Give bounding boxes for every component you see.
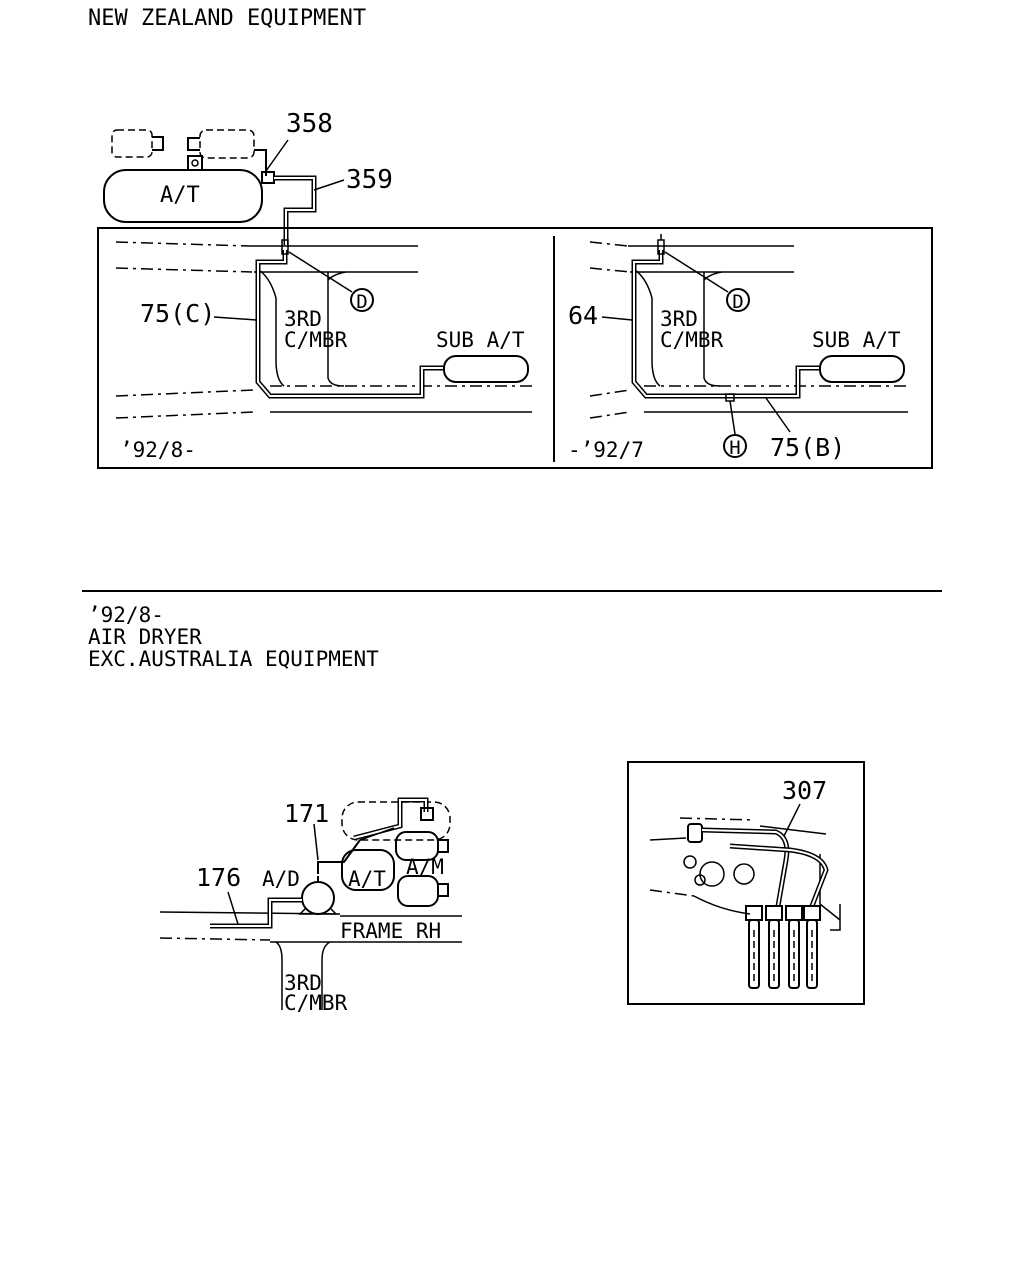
right-panel: D H 75(B) 64 3RD C/MBR SUB A/T -’92/7: [568, 234, 908, 462]
air-tank: [103, 169, 263, 223]
callout-176: 176: [196, 863, 241, 892]
callout-359: 359: [346, 165, 393, 195]
member-line2: C/MBR: [284, 328, 348, 352]
air-dryer-diagram: 171 176 A/D A/T A/M FRAME RH 3RD C/MBR: [159, 797, 462, 1015]
callout-75b: 75(B): [770, 433, 845, 462]
date-range: -’92/7: [568, 438, 644, 462]
ref-circle-d: [350, 288, 374, 312]
air-dryer: [301, 881, 335, 915]
lower-heading-air-dryer: AIR DRYER: [88, 625, 202, 649]
date-range: ’92/8-: [120, 438, 196, 462]
hidden-valve-right: [199, 129, 255, 159]
sub-tank-label: SUB A/T: [812, 328, 901, 352]
variant-frame: [97, 227, 933, 469]
heading-nz: NEW ZEALAND EQUIPMENT: [88, 6, 366, 31]
top-tank-diagram: A/T 358 359: [103, 109, 393, 245]
lower-heading-exc: EXC.AUSTRALIA EQUIPMENT: [88, 647, 379, 671]
callout-358: 358: [286, 109, 333, 139]
callout-64: 64: [568, 301, 598, 330]
frame-label: FRAME RH: [340, 919, 441, 943]
callout-75c: 75(C): [140, 299, 215, 328]
tank-label: A/T: [160, 183, 200, 208]
fitting-358: [261, 171, 275, 184]
sub-tank: [443, 355, 529, 383]
member-line1: 3RD: [284, 307, 322, 331]
sub-tank-label: SUB A/T: [436, 328, 525, 352]
member-line2: C/MBR: [660, 328, 724, 352]
joint-marker: [281, 239, 289, 255]
air-tank-label: A/T: [348, 867, 386, 891]
ref-circle-h: [723, 434, 747, 458]
callout-171: 171: [284, 799, 329, 828]
sub-tank: [819, 355, 905, 383]
member-line1: 3RD: [660, 307, 698, 331]
small-square-fitting: [187, 155, 203, 171]
detail-inset: 307: [627, 761, 865, 1005]
member-line1: 3RD: [284, 971, 322, 995]
ref-h-label: H: [729, 437, 740, 459]
hidden-valve-left: [111, 129, 153, 158]
callout-307: 307: [782, 776, 827, 805]
lower-heading-date: ’92/8-: [88, 603, 164, 627]
dryer-label: A/D: [262, 867, 300, 891]
left-panel: D 75(C) 3RD C/MBR SUB A/T ’92/8-: [115, 239, 532, 462]
ref-circle-d: [726, 288, 750, 312]
ref-d-label: D: [356, 291, 367, 313]
aux-tank-label: A/M: [406, 855, 444, 879]
detail-frame: [627, 761, 865, 1005]
ref-d-label: D: [732, 291, 743, 313]
member-line2: C/MBR: [284, 991, 348, 1015]
air-tank-small: [341, 849, 395, 891]
